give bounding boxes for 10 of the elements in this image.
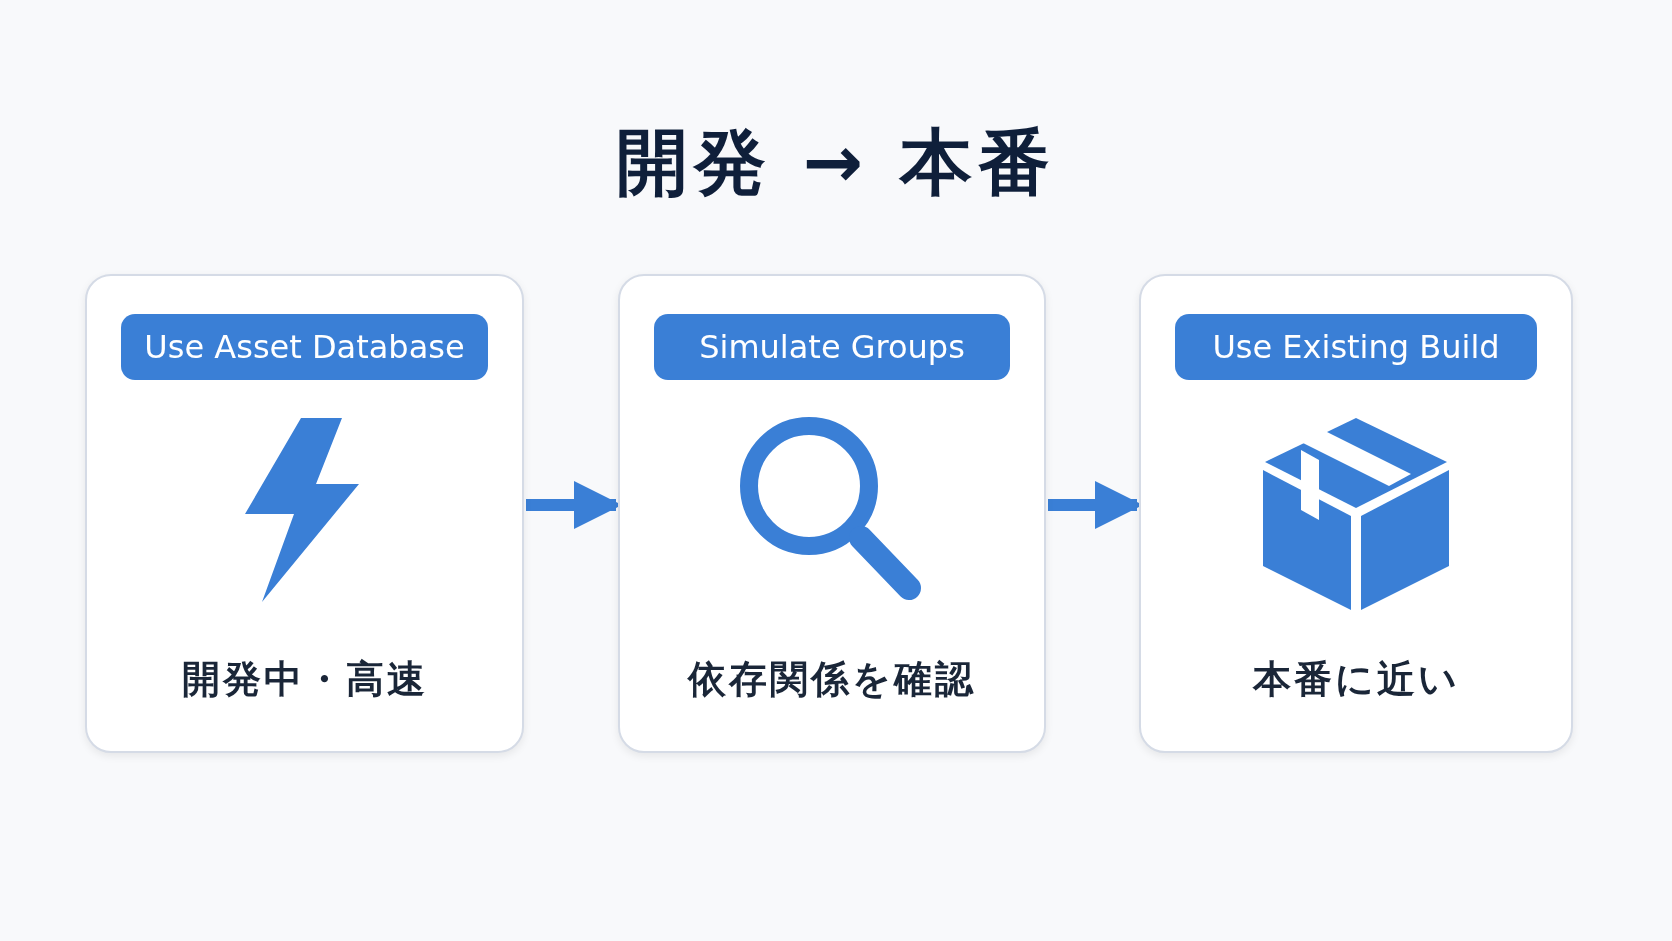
step-description: 開発中・高速 xyxy=(180,656,429,703)
step-card xyxy=(85,274,524,753)
step-description: 本番に近い xyxy=(1251,656,1461,703)
step-heading: Use Existing Build xyxy=(1175,314,1537,380)
step-heading: Simulate Groups xyxy=(654,314,1010,380)
step-description: 依存関係を確認 xyxy=(686,656,977,703)
step-heading: Use Asset Database xyxy=(121,314,488,380)
step-card xyxy=(1139,274,1573,753)
title: 開発 → 本番 xyxy=(614,119,1058,206)
step-card xyxy=(618,274,1046,753)
